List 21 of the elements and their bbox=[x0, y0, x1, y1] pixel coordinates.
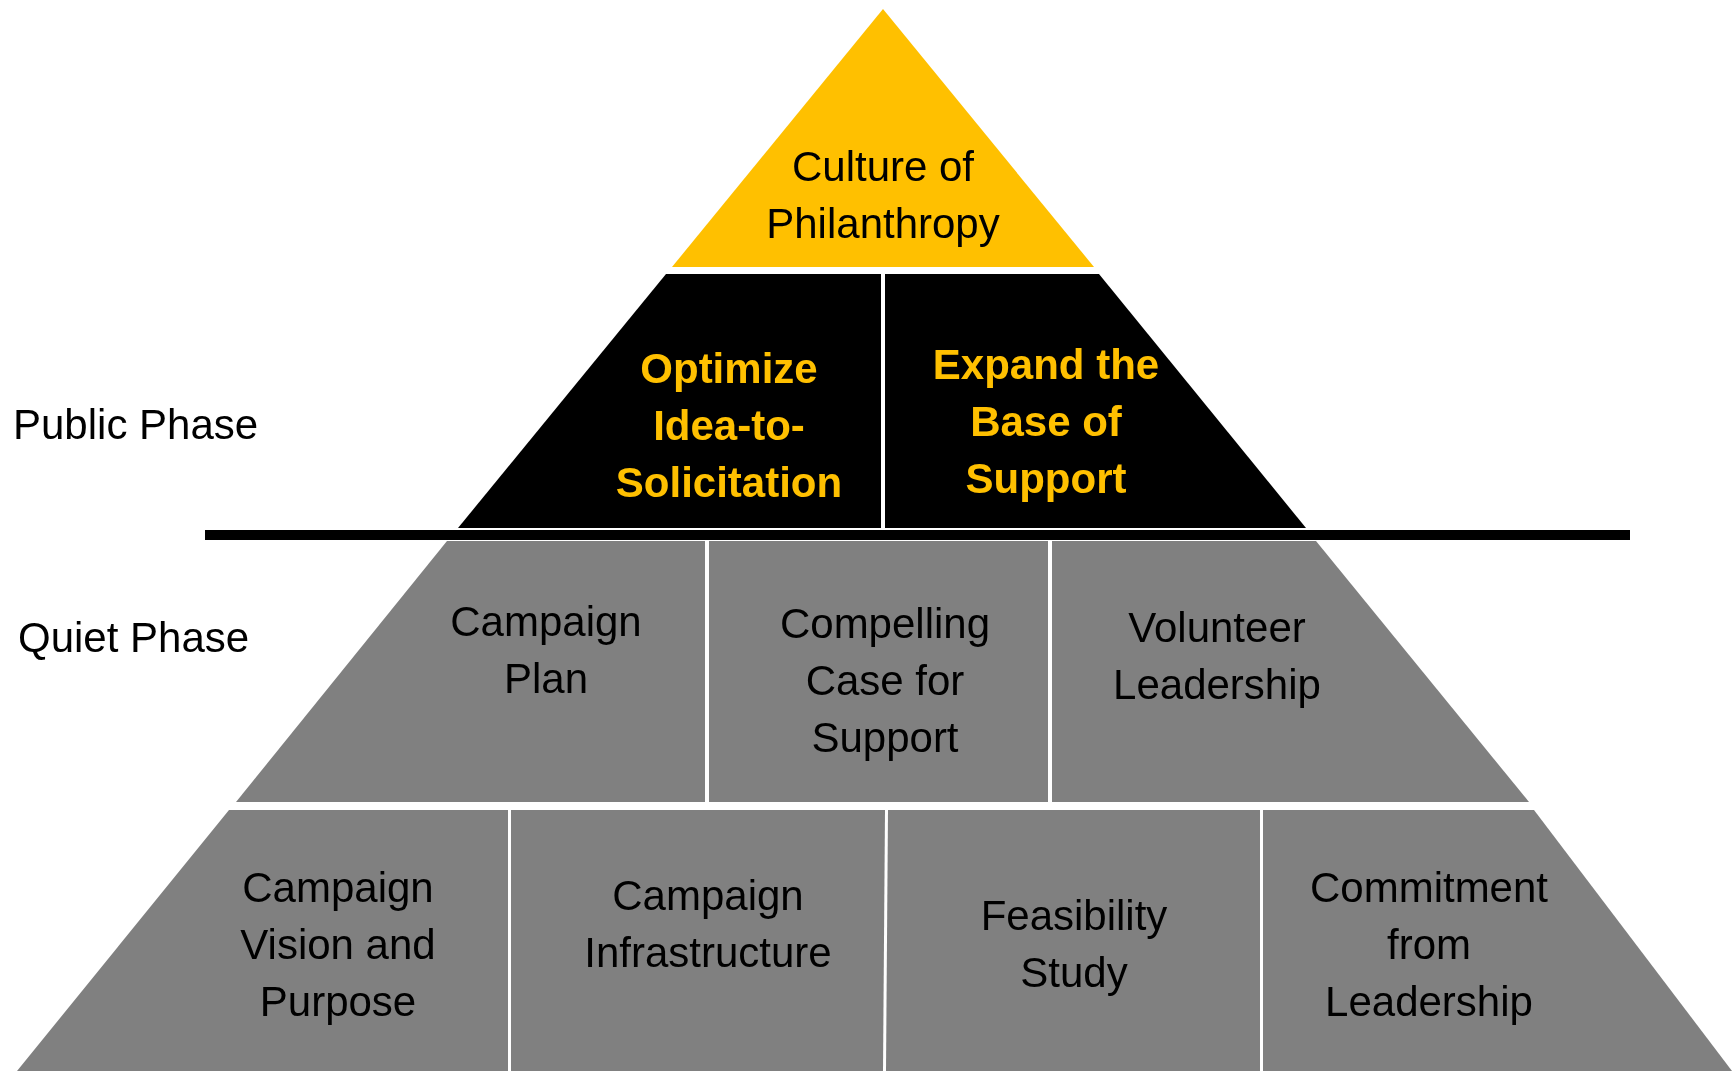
pyramid-segment bbox=[1263, 810, 1732, 1071]
pyramid-segment bbox=[458, 274, 881, 528]
segment-label: Commitment from Leadership bbox=[1308, 862, 1549, 1027]
segment-label: Feasibility Study bbox=[979, 891, 1169, 998]
phase-label: Public Phase bbox=[13, 401, 259, 449]
segment-label: Campaign Vision and Purpose bbox=[239, 862, 437, 1027]
pyramid-segment bbox=[17, 810, 508, 1071]
segment-label: Expand the Base of Support bbox=[931, 339, 1161, 504]
pyramid-segment bbox=[885, 274, 1306, 528]
phase-label: Quiet Phase bbox=[18, 614, 250, 662]
segment-label: Compelling Case for Support bbox=[778, 598, 992, 763]
pyramid-segment bbox=[1052, 541, 1529, 802]
segment-label: Campaign Plan bbox=[449, 597, 643, 704]
segment-label: Campaign Infrastructure bbox=[583, 871, 833, 978]
pyramid-apex bbox=[672, 9, 1094, 267]
pyramid-segment bbox=[709, 541, 1048, 802]
pyramid-segment bbox=[886, 810, 1260, 1071]
segment-label: Volunteer Leadership bbox=[1112, 603, 1322, 710]
pyramid-segment bbox=[511, 810, 885, 1071]
segment-label: Optimize Idea-to-Solicitation bbox=[614, 343, 844, 508]
segment-label: Culture of Philanthropy bbox=[765, 142, 1001, 249]
